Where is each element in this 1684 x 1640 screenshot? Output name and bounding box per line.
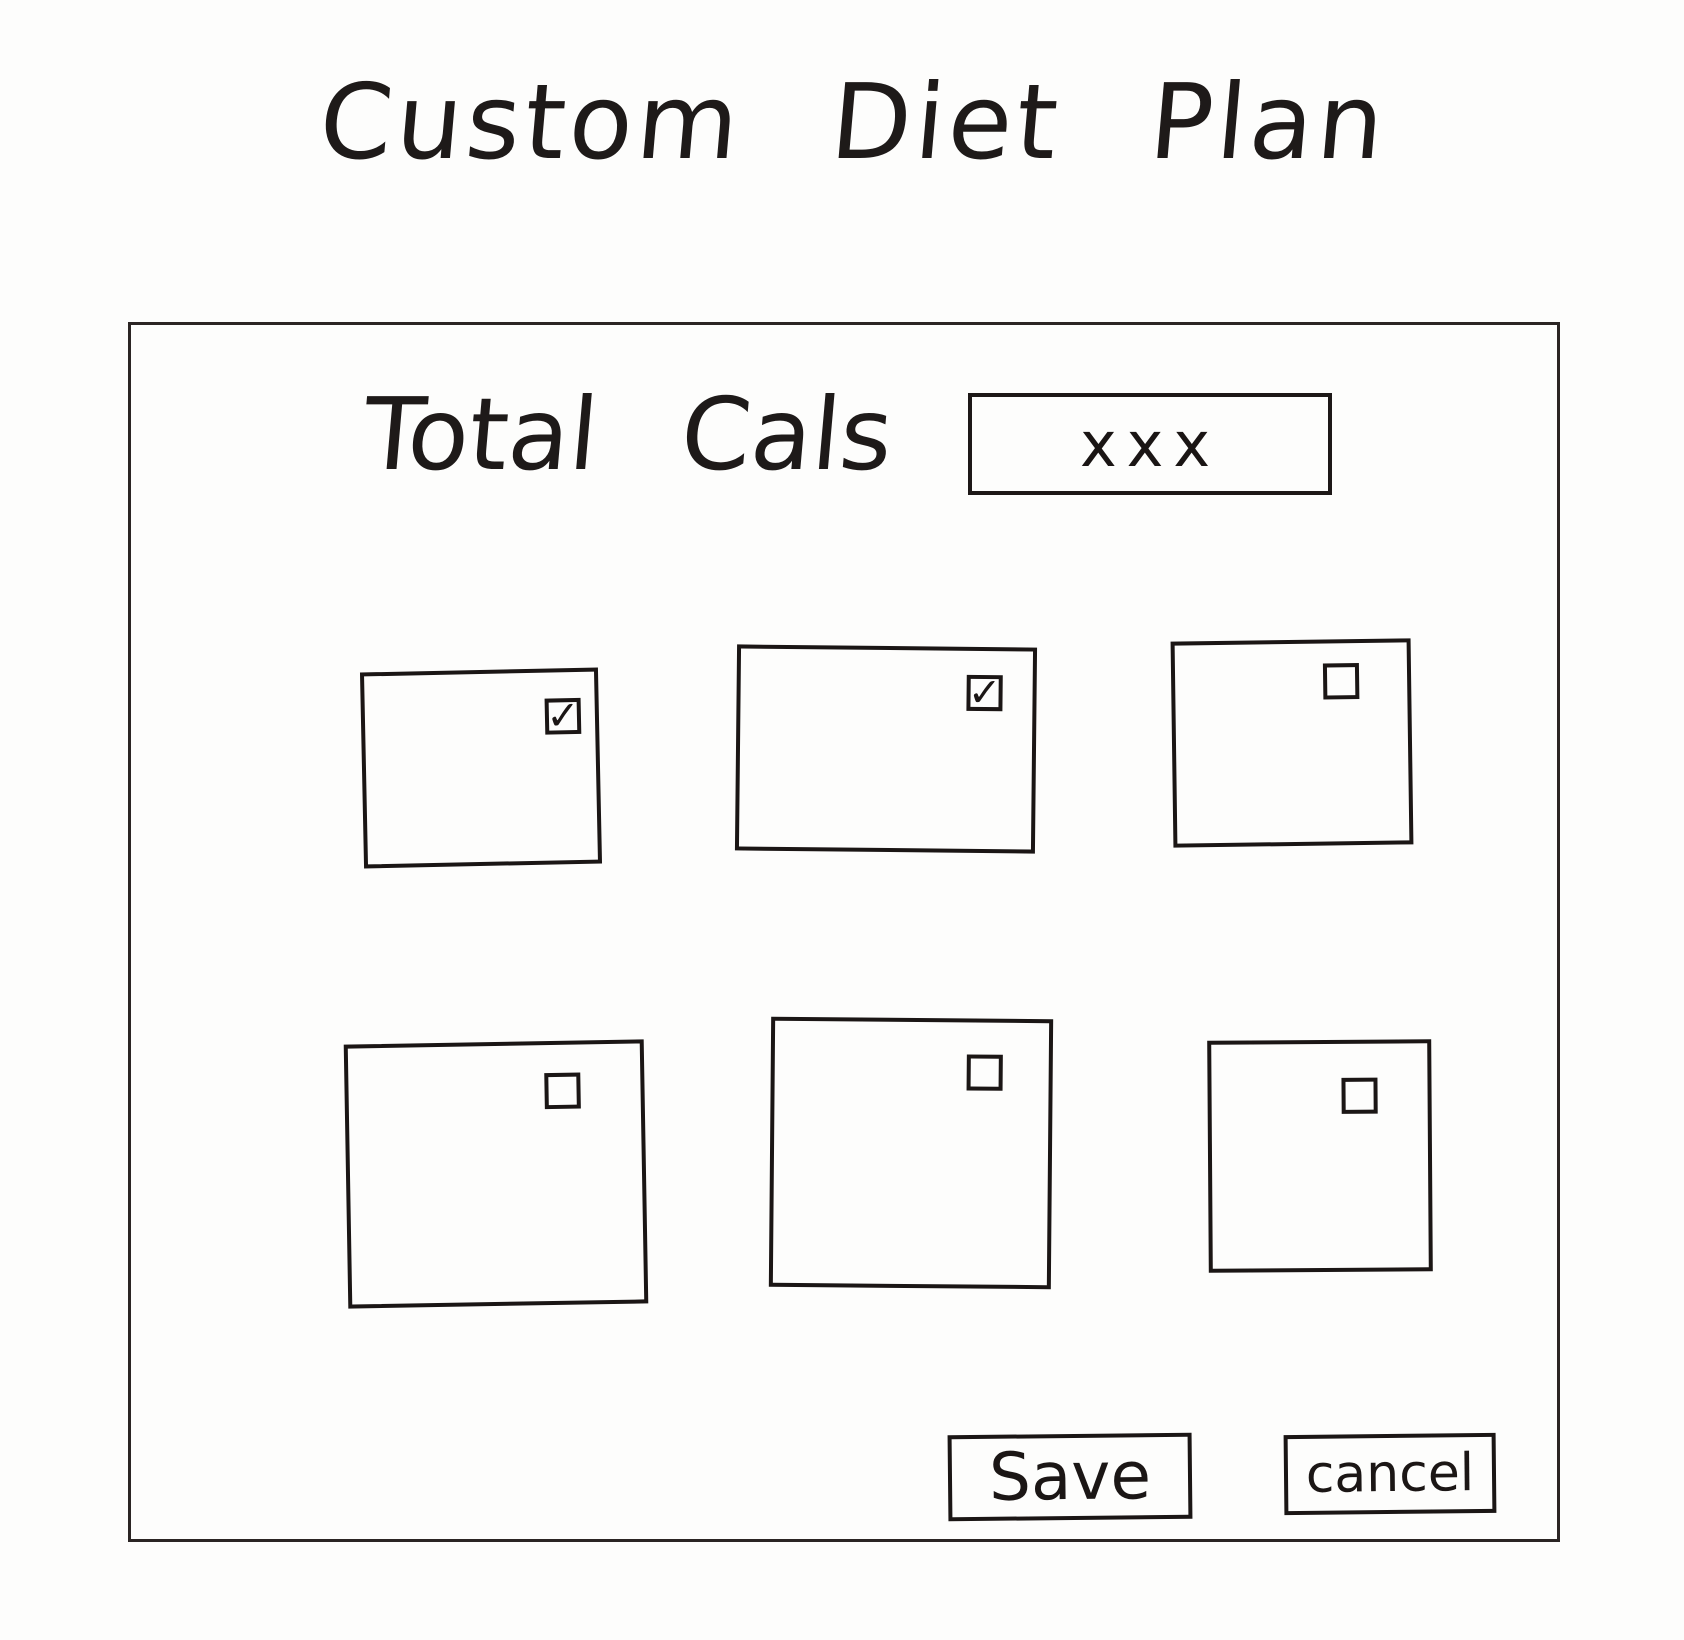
total-cals-field[interactable] — [968, 393, 1332, 495]
meal-option-checkbox[interactable] — [966, 1054, 1003, 1091]
meal-option-card[interactable]: ✓ — [734, 644, 1038, 854]
meal-option-card[interactable]: ✓ — [359, 667, 603, 869]
meal-option-checkbox[interactable] — [544, 1072, 581, 1110]
save-button[interactable]: Save — [947, 1432, 1193, 1522]
meal-option-card[interactable] — [1170, 638, 1414, 848]
page-title: Custom Diet Plan — [314, 61, 1393, 183]
meal-option-card[interactable] — [1207, 1039, 1433, 1273]
cancel-button[interactable]: cancel — [1283, 1432, 1497, 1516]
meal-option-checkbox[interactable] — [1341, 1077, 1378, 1114]
meal-option-card[interactable] — [768, 1016, 1054, 1290]
meal-option-checkbox[interactable]: ✓ — [966, 669, 1003, 717]
meal-option-card[interactable] — [343, 1039, 649, 1309]
meal-option-checkbox[interactable] — [1322, 663, 1360, 700]
meal-option-checkbox[interactable]: ✓ — [544, 692, 582, 740]
diet-plan-panel — [128, 322, 1560, 1542]
total-cals-label: Total Cals — [358, 376, 898, 493]
